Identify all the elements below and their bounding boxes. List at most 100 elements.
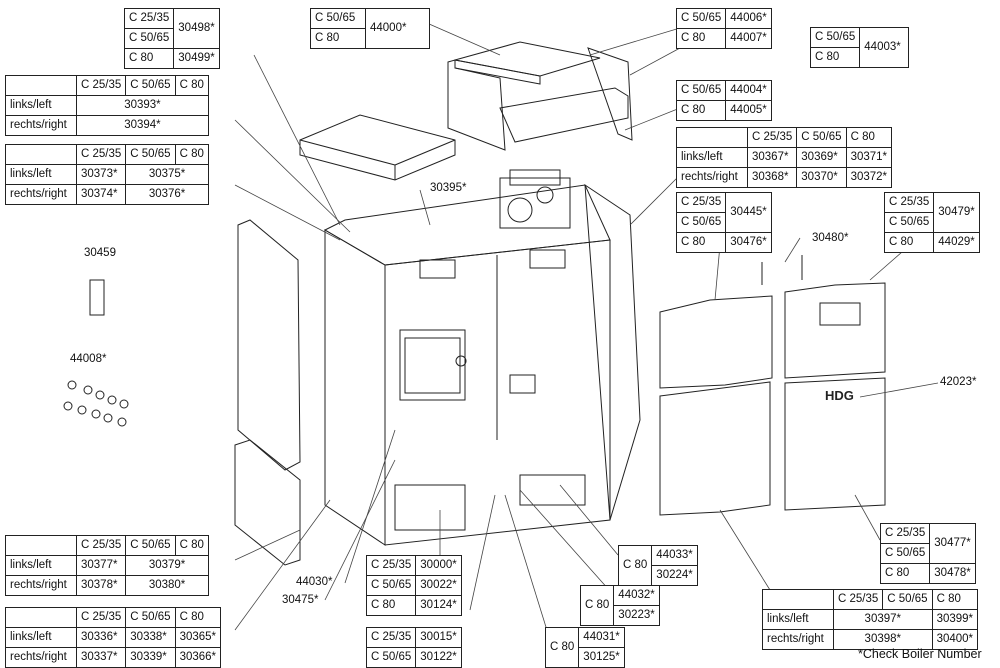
side-label: rechts/right <box>5 115 77 136</box>
label-44030: 44030* <box>296 576 333 588</box>
model-cell: C 50/65 <box>809 27 861 48</box>
right-rear-panel-lower <box>784 377 886 511</box>
label-42023: 42023* <box>940 376 977 388</box>
model-header: C 50/65 <box>796 127 847 148</box>
part-number: 44003* <box>859 27 910 68</box>
part-number: 44032* <box>613 585 660 606</box>
part-number: 30015* <box>415 627 462 648</box>
model-cell: C 80 <box>675 100 727 121</box>
model-cell: C 80 <box>879 563 931 584</box>
model-cell: C 50/65 <box>310 8 366 29</box>
part-number: 30399* <box>931 609 979 630</box>
side-label: links/left <box>5 555 77 576</box>
model-cell: C 80 <box>544 627 580 668</box>
label-30475: 30475* <box>282 594 319 606</box>
right-front-panel-lower <box>659 381 771 516</box>
part-number: 30377* <box>75 555 127 576</box>
model-cell: C 25/35 <box>879 523 931 544</box>
model-cell: C 25/35 <box>883 192 935 213</box>
part-number: 44000* <box>365 8 430 49</box>
footnote: *Check Boiler Number <box>858 647 982 661</box>
part-number: 30374* <box>75 184 127 205</box>
part-number: 30122* <box>415 647 462 668</box>
model-cell: C 25/35 <box>123 8 175 29</box>
part-number: 30366* <box>174 647 222 668</box>
model-header: C 25/35 <box>75 535 127 556</box>
part-number: 44006* <box>725 8 772 29</box>
part-number: 30336* <box>75 627 127 648</box>
part-number: 30367* <box>746 147 798 168</box>
side-label: rechts/right <box>762 629 834 650</box>
empty-cell <box>5 607 77 628</box>
label-30480: 30480* <box>812 232 849 244</box>
right-front-panel-upper <box>659 295 773 389</box>
part-number: 30393* <box>76 95 209 116</box>
part-number: 30397* <box>833 609 933 630</box>
model-cell: C 25/35 <box>365 627 417 648</box>
model-cell: C 80 <box>123 48 175 69</box>
model-cell: C 50/65 <box>675 8 727 29</box>
model-cell: C 25/35 <box>365 555 417 576</box>
model-cell: C 50/65 <box>675 80 727 101</box>
part-number: 30498* <box>173 8 220 49</box>
empty-cell <box>5 144 77 165</box>
label-30459: 30459 <box>84 247 116 259</box>
part-number: 30369* <box>796 147 847 168</box>
hdg-logo: HDG <box>825 388 854 403</box>
model-header: C 25/35 <box>832 589 884 610</box>
part-number: 44033* <box>651 545 698 566</box>
model-header: C 80 <box>174 607 222 628</box>
part-number: 30368* <box>746 167 798 188</box>
left-side-panel-lower <box>234 439 301 566</box>
model-cell: C 80 <box>579 585 615 626</box>
model-cell: C 50/65 <box>883 212 935 233</box>
part-number: 30477* <box>929 523 976 564</box>
label-30395: 30395* <box>430 182 467 194</box>
part-number: 30125* <box>578 647 625 668</box>
model-cell: C 50/65 <box>123 28 175 49</box>
part-number: 30379* <box>125 555 209 576</box>
part-number: 30000* <box>415 555 462 576</box>
side-label: rechts/right <box>5 647 77 668</box>
model-cell: C 50/65 <box>879 543 931 564</box>
model-cell: C 80 <box>617 545 653 586</box>
part-number: 30499* <box>173 48 220 69</box>
part-number: 30365* <box>174 627 222 648</box>
right-rear-panel-upper <box>784 282 886 379</box>
model-cell: C 50/65 <box>675 212 727 233</box>
model-cell: C 80 <box>310 28 366 49</box>
part-number: 30400* <box>931 629 979 650</box>
part-number: 30380* <box>125 575 209 596</box>
part-number: 30224* <box>651 565 698 586</box>
side-label: rechts/right <box>676 167 748 188</box>
left-side-panel <box>237 219 301 471</box>
side-label: rechts/right <box>5 575 77 596</box>
model-header: C 25/35 <box>75 75 127 96</box>
empty-cell <box>5 75 77 96</box>
part-number: 30339* <box>125 647 176 668</box>
model-cell: C 80 <box>809 47 861 68</box>
model-header: C 80 <box>174 144 209 165</box>
side-label: links/left <box>5 164 77 185</box>
model-cell: C 50/65 <box>365 575 417 596</box>
part-number: 44007* <box>725 28 772 49</box>
model-header: C 25/35 <box>75 607 127 628</box>
part-number: 44029* <box>933 232 980 253</box>
side-label: links/left <box>5 627 77 648</box>
part-number: 30394* <box>76 115 209 136</box>
